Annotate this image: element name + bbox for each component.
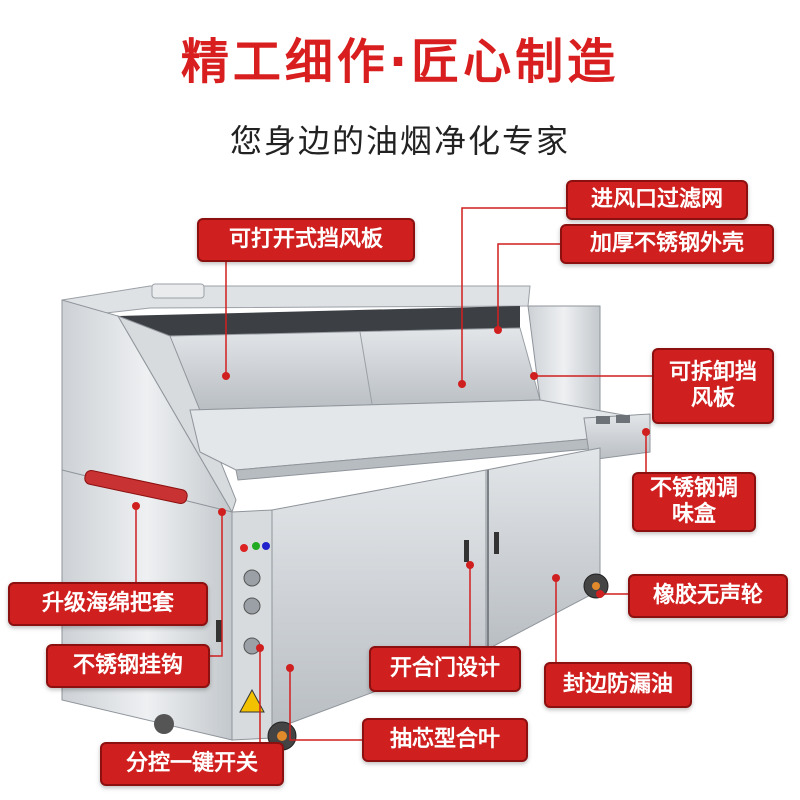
callout-sponge-grip: 升级海绵把套 <box>8 582 208 626</box>
door-handle-left <box>464 540 469 562</box>
callout-double-door: 开合门设计 <box>369 646 521 692</box>
callout-removable-baffle: 可拆卸挡风板 <box>652 348 774 424</box>
line-hook <box>210 512 223 657</box>
line-inlet <box>461 207 575 384</box>
inlet-opening <box>118 306 520 336</box>
callout-inlet-filter: 进风口过滤网 <box>566 180 748 220</box>
page-subtitle: 您身边的油烟净化专家 <box>229 122 570 160</box>
duct-collar <box>151 283 205 299</box>
callout-seasoning-box: 不锈钢调味盒 <box>632 472 756 532</box>
callout-openable-baffle: 可打开式挡风板 <box>197 218 415 262</box>
sponge-grip-shape <box>84 469 188 505</box>
callout-hinge: 抽芯型合叶 <box>362 718 528 762</box>
callout-sealed-edge: 封边防漏油 <box>544 662 692 708</box>
callout-hook: 不锈钢挂钩 <box>46 644 210 688</box>
page-title: 精工细作·匠心制造 <box>180 34 620 90</box>
wheel-3 <box>154 714 174 734</box>
callout-switch: 分控一键开关 <box>100 742 284 786</box>
line-shell <box>497 243 560 330</box>
right-door <box>485 447 601 651</box>
callout-rubber-wheel: 橡胶无声轮 <box>628 574 788 618</box>
line-hinge <box>289 668 362 741</box>
warning-sign <box>239 688 265 713</box>
callout-thick-shell: 加厚不锈钢外壳 <box>560 224 774 264</box>
door-handle-right <box>494 532 499 554</box>
